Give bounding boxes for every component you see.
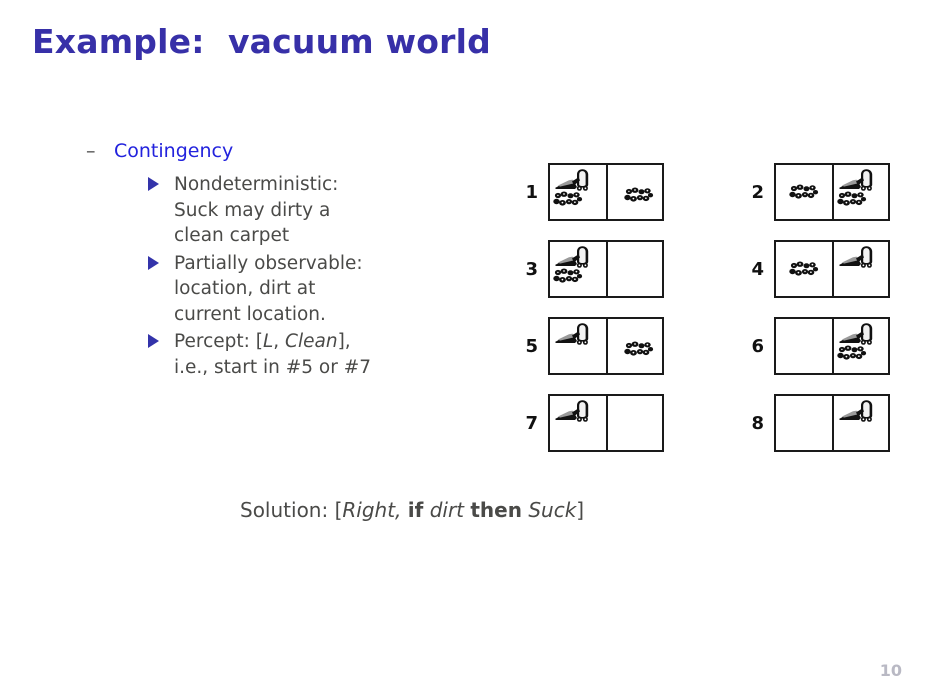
- solution-action-right: Right,: [342, 498, 402, 522]
- state-number-label: 4: [751, 258, 764, 280]
- world-box: [774, 394, 890, 452]
- world-cell-right: [832, 242, 888, 296]
- world-cell-left: [776, 165, 832, 219]
- world-box: [548, 394, 664, 452]
- world-box: [774, 163, 890, 221]
- vacuum-world-state: 4: [738, 240, 890, 298]
- world-cell-left: [776, 242, 832, 296]
- world-cell-right: [606, 319, 662, 373]
- percept-status: Clean: [285, 331, 338, 352]
- dirt-icon: [789, 261, 819, 277]
- solution-close-bracket: ]: [576, 498, 585, 522]
- dirt-icon: [837, 191, 867, 207]
- world-cell-left: [550, 242, 606, 296]
- vacuum-world-state: 6: [738, 317, 890, 375]
- list-item: Percept: [L, Clean], i.e., start in #5 o…: [148, 329, 486, 380]
- list-item-line: Nondeterministic:: [174, 174, 339, 195]
- state-number-label: 7: [525, 412, 538, 434]
- vacuum-world-state: 7: [512, 394, 664, 452]
- list-item: Partially observable: location, dirt at …: [148, 251, 486, 328]
- page-number: 10: [879, 661, 902, 680]
- percept-note: i.e., start in #5 or #7: [174, 356, 371, 378]
- solution-condition-dirt: dirt: [429, 498, 465, 522]
- triangle-bullet-icon: [148, 177, 159, 191]
- dirt-icon: [624, 187, 654, 203]
- world-box: [774, 317, 890, 375]
- list-item-line: Partially observable:: [174, 252, 363, 274]
- list-item: Nondeterministic: Suck may dirty a clean…: [148, 172, 486, 249]
- triangle-bullet-icon: [148, 255, 159, 270]
- vacuum-cleaner-icon: [837, 245, 881, 269]
- vacuum-cleaner-icon: [837, 322, 881, 346]
- solution-label: Solution: [: [240, 498, 343, 522]
- vacuum-cleaner-icon: [553, 245, 597, 269]
- world-cell-left: [776, 396, 832, 450]
- dirt-icon: [624, 341, 654, 357]
- percept-suffix: ],: [337, 331, 351, 352]
- state-number-label: 6: [751, 335, 764, 357]
- list-item-line: Suck may dirty a: [174, 199, 331, 221]
- state-number-label: 2: [751, 181, 764, 203]
- triangle-bullet-icon: [148, 334, 159, 348]
- vacuum-cleaner-icon: [837, 168, 881, 192]
- percept-prefix: Percept: [: [174, 331, 263, 352]
- state-number-label: 5: [525, 335, 538, 357]
- list-item-line: current location.: [174, 303, 326, 325]
- dirt-icon: [553, 268, 583, 284]
- world-cell-right: [832, 319, 888, 373]
- state-number-label: 8: [751, 412, 764, 434]
- vacuum-world-state: 1: [512, 163, 664, 221]
- vacuum-world-state: 8: [738, 394, 890, 452]
- outline-level1-label: Contingency: [114, 140, 234, 162]
- vacuum-cleaner-icon: [553, 399, 597, 423]
- world-cell-right: [832, 396, 888, 450]
- world-cell-left: [550, 165, 606, 219]
- vacuum-world-state: 3: [512, 240, 664, 298]
- world-box: [774, 240, 890, 298]
- vacuum-cleaner-icon: [553, 322, 597, 346]
- state-number-label: 1: [525, 181, 538, 203]
- world-box: [548, 317, 664, 375]
- world-box: [548, 163, 664, 221]
- solution-keyword-if: if: [407, 498, 424, 522]
- outline-level2-list: Nondeterministic: Suck may dirty a clean…: [86, 172, 486, 380]
- outline-level1-contingency: – Contingency: [86, 138, 486, 164]
- dirt-icon: [553, 191, 583, 207]
- dirt-icon: [789, 184, 819, 200]
- world-cell-left: [776, 319, 832, 373]
- page-title: Example: vacuum world: [32, 22, 491, 61]
- outline-body: – Contingency Nondeterministic: Suck may…: [86, 138, 486, 382]
- world-cell-right: [606, 242, 662, 296]
- vacuum-world-state: 2: [738, 163, 890, 221]
- world-box: [548, 240, 664, 298]
- world-cell-left: [550, 396, 606, 450]
- percept-location: L: [262, 331, 274, 352]
- vacuum-cleaner-icon: [553, 168, 597, 192]
- list-item-line: location, dirt at: [174, 278, 316, 299]
- vacuum-cleaner-icon: [837, 399, 881, 423]
- solution-line: Solution: [Right, if dirt then Suck]: [240, 497, 584, 523]
- world-cell-left: [550, 319, 606, 373]
- dirt-icon: [837, 345, 867, 361]
- solution-keyword-then: then: [470, 498, 522, 522]
- percept-comma: ,: [273, 331, 286, 352]
- state-number-label: 3: [525, 258, 538, 280]
- solution-action-suck: Suck: [528, 498, 577, 522]
- world-cell-right: [606, 165, 662, 219]
- world-cell-right: [606, 396, 662, 450]
- list-item-line: clean carpet: [174, 225, 290, 246]
- dash-bullet-icon: –: [86, 140, 96, 162]
- world-cell-right: [832, 165, 888, 219]
- vacuum-world-state: 5: [512, 317, 664, 375]
- vacuum-world-diagram: 1: [512, 163, 912, 468]
